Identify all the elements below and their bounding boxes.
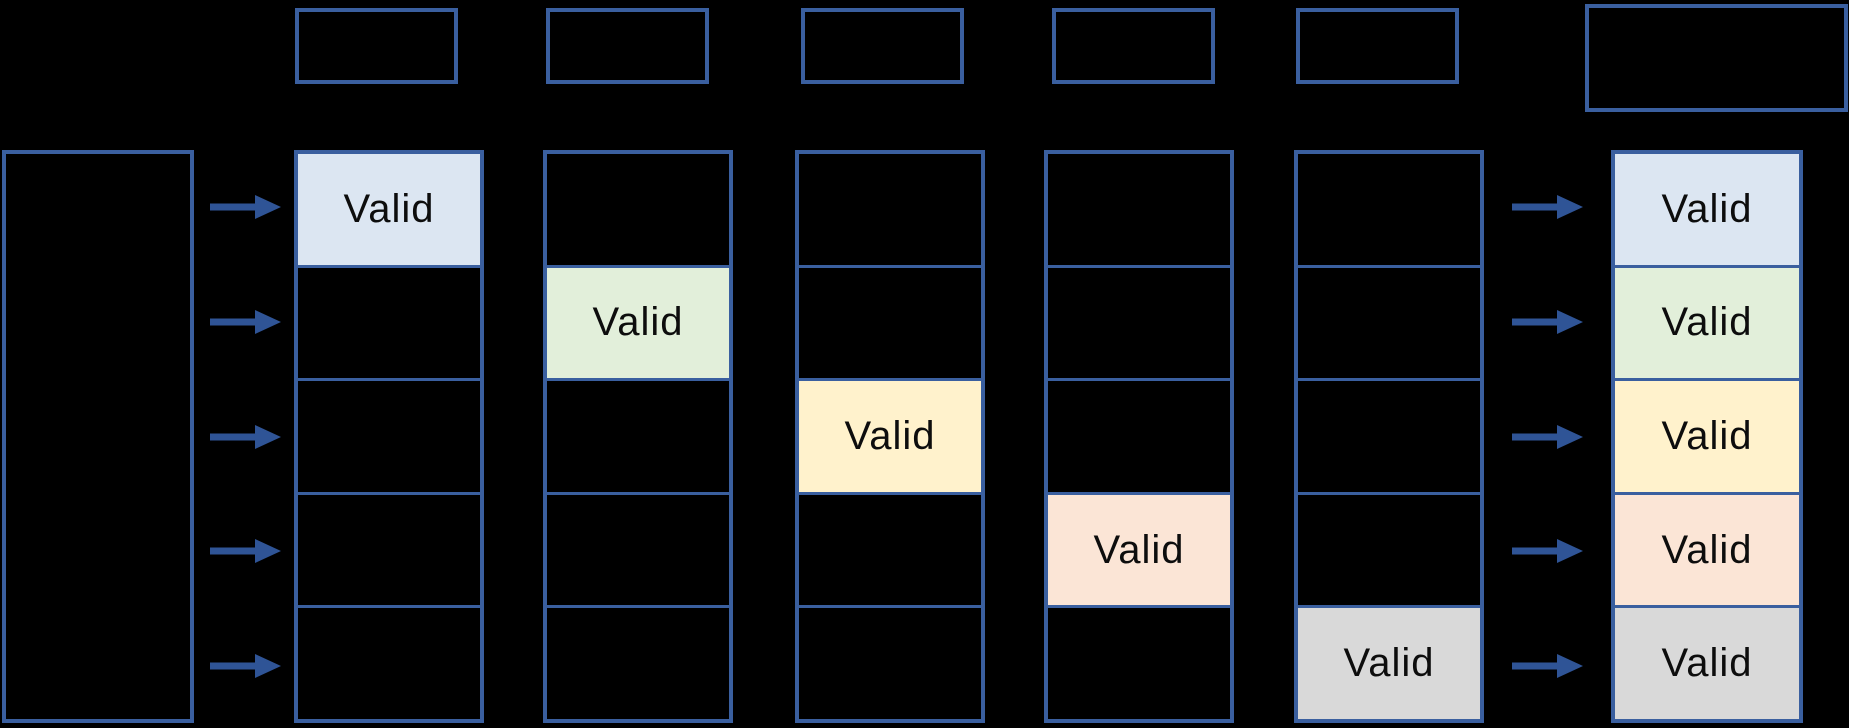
left-arrow-row-2 bbox=[210, 308, 282, 336]
memory-column-4-cell-row-1 bbox=[1048, 154, 1230, 265]
column-header-box-3 bbox=[801, 8, 964, 84]
memory-column-1-cell-row-3 bbox=[298, 378, 480, 492]
column-header-box-5 bbox=[1296, 8, 1459, 84]
memory-column-5-cell-row-3 bbox=[1298, 378, 1480, 492]
memory-column-3-cell-row-4 bbox=[799, 491, 981, 606]
memory-column-5: Valid bbox=[1294, 150, 1484, 723]
memory-column-2-cell-row-2: Valid bbox=[547, 264, 729, 379]
left-arrow-row-4 bbox=[210, 537, 282, 565]
column-header-box-4 bbox=[1052, 8, 1215, 84]
result-header-box bbox=[1585, 4, 1848, 112]
memory-column-1-cell-row-4 bbox=[298, 491, 480, 606]
left-arrow-row-5 bbox=[210, 652, 282, 680]
left-arrow-row-1 bbox=[210, 193, 282, 221]
memory-column-5-cell-row-4 bbox=[1298, 491, 1480, 606]
result-column-cell-row-3: Valid bbox=[1615, 378, 1799, 492]
memory-column-5-cell-row-2 bbox=[1298, 264, 1480, 379]
memory-column-1-cell-row-2 bbox=[298, 264, 480, 379]
result-column-cell-row-1: Valid bbox=[1615, 154, 1799, 265]
memory-column-2-cell-row-1 bbox=[547, 154, 729, 265]
memory-column-3-cell-row-3: Valid bbox=[799, 378, 981, 492]
right-arrow-row-5 bbox=[1512, 652, 1584, 680]
right-arrow-row-3 bbox=[1512, 423, 1584, 451]
memory-column-1-cell-row-5 bbox=[298, 605, 480, 719]
memory-column-4: Valid bbox=[1044, 150, 1234, 723]
memory-column-3-cell-row-5 bbox=[799, 605, 981, 719]
column-header-box-1 bbox=[295, 8, 458, 84]
memory-column-3-cell-row-1 bbox=[799, 154, 981, 265]
memory-column-2: Valid bbox=[543, 150, 733, 723]
memory-column-3: Valid bbox=[795, 150, 985, 723]
right-arrow-row-4 bbox=[1512, 537, 1584, 565]
result-column-cell-row-2: Valid bbox=[1615, 264, 1799, 379]
left-arrow-row-3 bbox=[210, 423, 282, 451]
result-column-cell-row-4: Valid bbox=[1615, 491, 1799, 606]
memory-column-2-cell-row-4 bbox=[547, 491, 729, 606]
memory-column-5-cell-row-5: Valid bbox=[1298, 605, 1480, 719]
right-arrow-row-1 bbox=[1512, 193, 1584, 221]
source-box bbox=[2, 150, 194, 723]
memory-column-4-cell-row-5 bbox=[1048, 605, 1230, 719]
memory-column-5-cell-row-1 bbox=[1298, 154, 1480, 265]
memory-column-2-cell-row-3 bbox=[547, 378, 729, 492]
right-arrow-row-2 bbox=[1512, 308, 1584, 336]
memory-column-3-cell-row-2 bbox=[799, 264, 981, 379]
result-column-cell-row-5: Valid bbox=[1615, 605, 1799, 719]
memory-column-4-cell-row-3 bbox=[1048, 378, 1230, 492]
memory-column-4-cell-row-2 bbox=[1048, 264, 1230, 379]
memory-column-2-cell-row-5 bbox=[547, 605, 729, 719]
memory-column-1-cell-row-1: Valid bbox=[298, 154, 480, 265]
memory-column-1: Valid bbox=[294, 150, 484, 723]
column-header-box-2 bbox=[546, 8, 709, 84]
memory-column-4-cell-row-4: Valid bbox=[1048, 491, 1230, 606]
